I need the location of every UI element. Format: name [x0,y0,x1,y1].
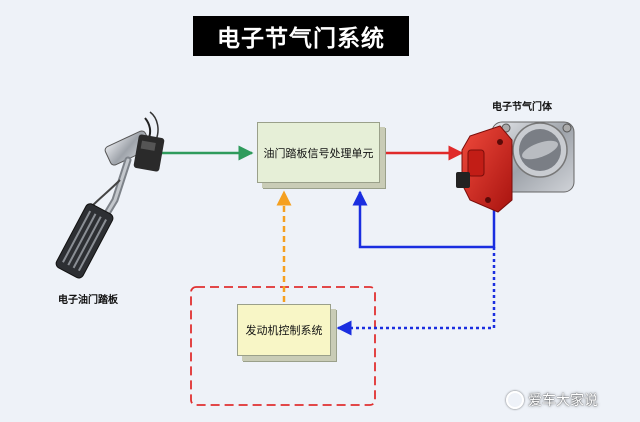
throttle-body-label: 电子节气门体 [492,102,552,113]
watermark-logo-icon [506,391,524,409]
engine-control-system-label: 发动机控制系统 [245,324,323,337]
arrow-throttle-feedback-to-unit [352,190,496,249]
watermark-text: 爱车大家说 [528,393,598,409]
watermark: 爱车大家说 [506,390,598,410]
page-title: 电子节气门系统 [193,16,409,56]
accelerator-pedal-icon [55,111,165,279]
engine-control-system: 发动机控制系统 [237,304,331,356]
throttle-body-icon [456,121,575,213]
arrow-throttle-feedback-to-ecu [336,247,496,336]
accelerator-pedal-label: 电子油门踏板 [58,295,118,306]
pedal-signal-processing-unit-label: 油门踏板信号处理单元 [263,146,374,160]
pedal-signal-processing-unit: 油门踏板信号处理单元 [257,122,380,183]
